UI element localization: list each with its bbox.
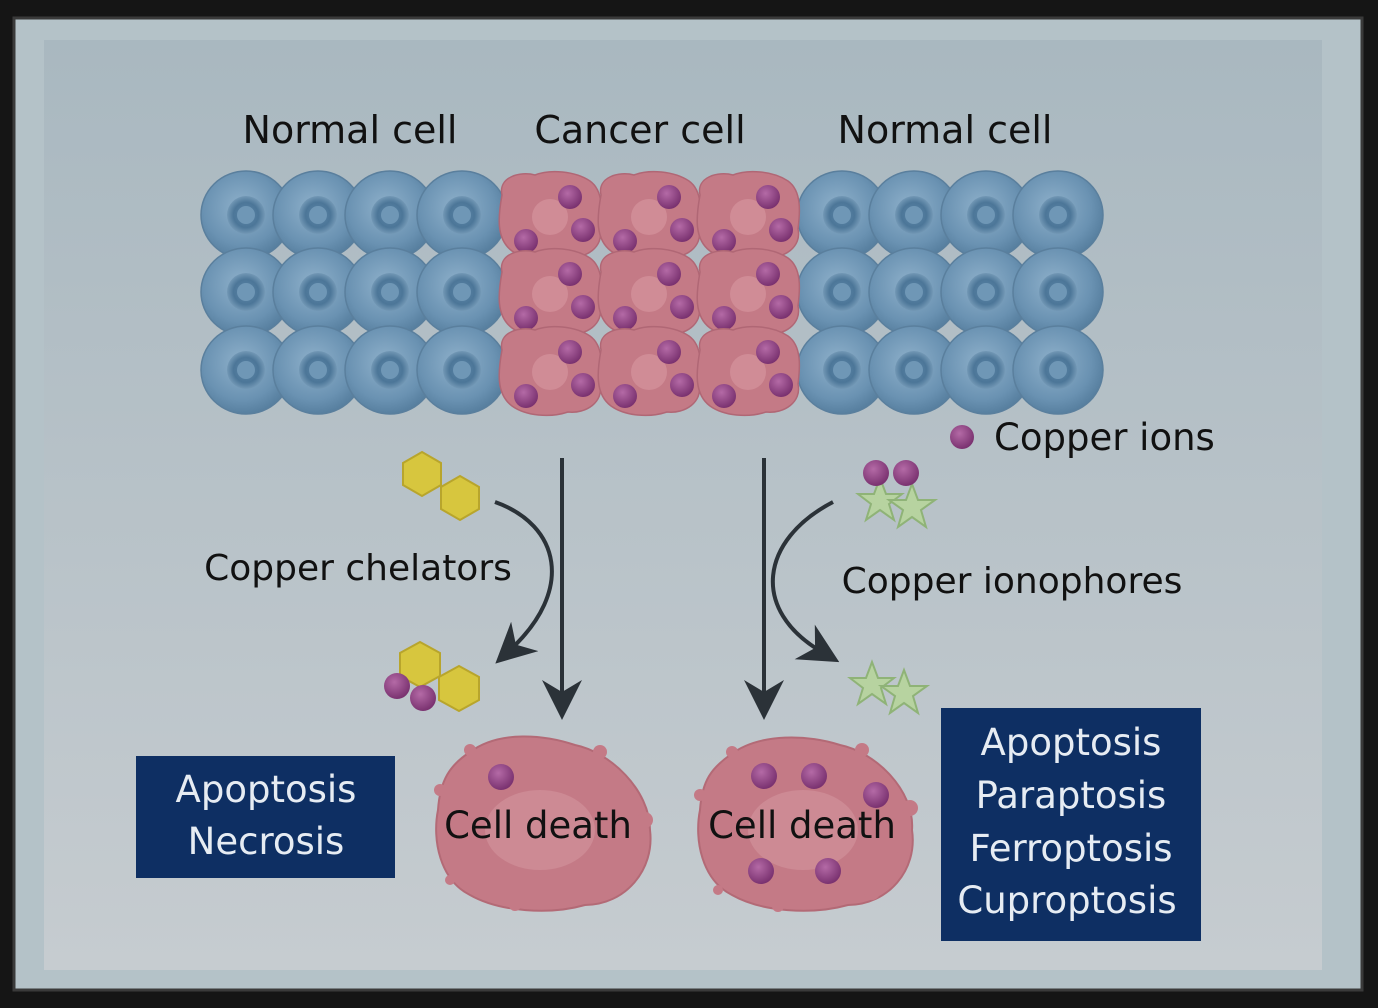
normal-cell xyxy=(272,170,364,260)
copper-ion xyxy=(613,306,637,330)
normal-cell xyxy=(416,170,508,260)
normal-cell xyxy=(272,247,364,337)
copper-ion xyxy=(670,218,694,242)
label-cell-death-left: Cell death xyxy=(444,804,632,847)
cancer-cell xyxy=(498,325,603,417)
cancer-cell xyxy=(696,170,801,262)
copper-ion xyxy=(657,185,681,209)
copper-ion xyxy=(571,295,595,319)
copper-ion xyxy=(571,218,595,242)
outcome-right-line-4: Cuproptosis xyxy=(957,879,1176,922)
copper-ion xyxy=(756,262,780,286)
copper-ion xyxy=(514,306,538,330)
normal-cell xyxy=(868,325,960,415)
label-cell-death-right: Cell death xyxy=(708,804,896,847)
cancer-cell xyxy=(597,325,702,417)
copper-ion xyxy=(769,373,793,397)
normal-cell xyxy=(1012,325,1104,415)
cancer-cell xyxy=(696,325,801,417)
copper-ion xyxy=(613,384,637,408)
copper-ion-legend-icon xyxy=(950,425,974,449)
label-ionophores: Copper ionophores xyxy=(842,561,1183,602)
copper-ion xyxy=(712,384,736,408)
copper-ion xyxy=(657,340,681,364)
chelator-icon-top xyxy=(402,450,480,522)
label-copper-ions: Copper ions xyxy=(994,416,1215,459)
copper-ion xyxy=(558,185,582,209)
copper-ion xyxy=(670,373,694,397)
copper-ion xyxy=(514,384,538,408)
dying-cell-right xyxy=(694,736,918,912)
dying-cell-left xyxy=(434,735,653,912)
outcome-right-line-1: Apoptosis xyxy=(981,721,1162,764)
label-normal-left: Normal cell xyxy=(243,108,458,152)
cancer-cell xyxy=(696,247,801,339)
normal-cell xyxy=(344,170,436,260)
normal-cell xyxy=(344,325,436,415)
cancer-cell xyxy=(597,170,702,262)
normal-cell xyxy=(868,247,960,337)
label-cancer: Cancer cell xyxy=(534,108,745,152)
ionophore-copper-complex-icon xyxy=(855,460,939,530)
outcome-box-left: Apoptosis Necrosis xyxy=(136,756,395,878)
copper-ion xyxy=(558,340,582,364)
outcome-right-line-3: Ferroptosis xyxy=(969,827,1172,870)
copper-ion xyxy=(712,229,736,253)
normal-cell xyxy=(868,170,960,260)
copper-ion xyxy=(571,373,595,397)
ionophore-curve-arrow xyxy=(770,500,840,663)
chelator-copper-complex-icon xyxy=(384,640,480,713)
normal-cell xyxy=(1012,170,1104,260)
label-chelators: Copper chelators xyxy=(204,548,512,589)
cell-grid xyxy=(200,170,1104,417)
normal-cell xyxy=(796,325,888,415)
normal-cell xyxy=(940,247,1032,337)
cancer-cell xyxy=(498,247,603,339)
normal-cell xyxy=(416,325,508,415)
outcome-left-line-1: Apoptosis xyxy=(176,768,357,811)
ionophore-icon-bottom xyxy=(847,659,931,716)
copper-ion xyxy=(756,340,780,364)
copper-ion xyxy=(657,262,681,286)
chelator-curve-arrow xyxy=(494,500,554,664)
copper-ion xyxy=(769,218,793,242)
outcome-right-line-2: Paraptosis xyxy=(976,774,1167,817)
copper-ion xyxy=(756,185,780,209)
normal-cell xyxy=(272,325,364,415)
copper-ion xyxy=(769,295,793,319)
copper-ion xyxy=(558,262,582,286)
copper-ion xyxy=(670,295,694,319)
normal-cell xyxy=(796,170,888,260)
cancer-cell xyxy=(498,170,603,262)
normal-cell xyxy=(416,247,508,337)
copper-ion xyxy=(712,306,736,330)
normal-cell xyxy=(200,325,292,415)
label-normal-right: Normal cell xyxy=(838,108,1053,152)
normal-cell xyxy=(1012,247,1104,337)
copper-ion xyxy=(613,229,637,253)
copper-ion xyxy=(514,229,538,253)
cancer-cell xyxy=(597,247,702,339)
outcome-box-right: Apoptosis Paraptosis Ferroptosis Cupropt… xyxy=(941,708,1201,941)
outcome-left-line-2: Necrosis xyxy=(188,820,345,863)
